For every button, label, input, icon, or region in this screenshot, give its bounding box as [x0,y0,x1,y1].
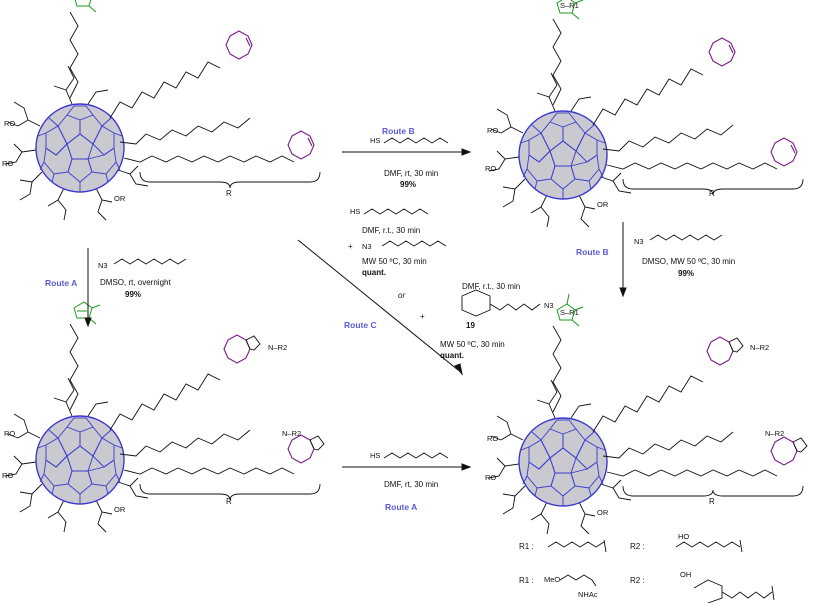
legend-nhac: NHAc [578,590,598,599]
molecule-bottom-left [5,301,325,533]
yield-c-2: quant. [440,351,464,360]
sr1-bottom: S–R1 [560,308,579,317]
reagent-n3-c: N3 [362,242,372,251]
nr2-bottom-left-1: N–R2 [268,343,288,352]
ro-label-bl-2: RO [2,471,14,480]
legend-r2-a: R2 : [630,542,645,551]
reagent-n3-sugar: N3 [544,301,554,310]
legend-r2-b: R2 : [630,576,645,585]
nr2-bottom-left-2: N–R2 [282,429,302,438]
reagent-hs-top: HS [370,136,381,145]
or-label-bl: OR [114,505,126,514]
or-text: or [398,291,406,300]
molecule-top-left [5,0,321,221]
condition-c-mw: MW 50 ºC, 30 min [362,257,427,266]
molecule-top-right [488,0,804,228]
legend-structures [547,539,775,603]
r-label-bottom-right: R [709,497,715,506]
route-b-top-label: Route B [382,126,415,136]
ro-label-tr-2: RO [485,164,497,173]
legend-r1-b: R1 : [519,576,534,585]
arrow-route-c [297,239,459,371]
ro-label-br-2: RO [485,473,497,482]
reagent-hs-c: HS [350,207,361,216]
condition-c-2: DMF, r.t., 30 min [462,282,521,291]
reagent-hs-bottom: HS [370,451,381,460]
nr2-bottom-right-1: N–R2 [750,343,770,352]
yield-c-1: quant. [362,268,386,277]
condition-b-top: DMF, rt, 30 min [384,169,439,178]
yield-b-right: 99% [678,269,695,278]
reaction-arrows [84,148,627,471]
condition-a-left: DMSO, rt, overnight [100,278,171,287]
condition-b-right: DMSO, MW 50 ºC, 30 min [642,257,736,266]
ro-label-tl-2: RO [2,159,14,168]
route-a-bottom-label: Route A [385,502,418,512]
r-label-top-right: R [709,189,715,198]
nr2-bottom-right-2: N–R2 [765,429,785,438]
route-b-right-label: Route B [576,247,609,257]
r-label-bottom-left: R [226,497,232,506]
legend-ho: HO [678,532,690,541]
legend-r1-a: R1 : [519,542,534,551]
legend-oh: OH [680,570,692,579]
molecule-bottom-right [488,293,808,535]
condition-c-1: DMF, r.t., 30 min [362,226,421,235]
reagent-n3-left: N3 [98,261,108,270]
plus-c: + [348,242,353,251]
ro-label-tl: RO [4,119,16,128]
sr1-top: S–R1 [560,1,579,10]
or-label-tl: OR [114,194,126,203]
or-label-tr: OR [597,200,609,209]
plus-c-2: + [420,312,425,321]
compound-19: 19 [466,321,475,330]
yield-b-top: 99% [400,180,417,189]
r-label-top-left: R [226,189,232,198]
ro-label-bl: RO [4,429,16,438]
ro-label-tr: RO [487,126,499,135]
condition-a-bottom: DMF, rt, 30 min [384,480,439,489]
route-a-left-label: Route A [45,278,78,288]
condition-c-mw2: MW 50 ºC, 30 min [440,340,505,349]
or-label-br: OR [597,508,609,517]
ro-label-br: RO [487,434,499,443]
yield-a-left: 99% [125,290,142,299]
reagent-structures [113,137,723,459]
reagent-n3-right: N3 [634,237,644,246]
route-c-label: Route C [344,320,377,330]
legend-meo: MeO [544,575,561,584]
